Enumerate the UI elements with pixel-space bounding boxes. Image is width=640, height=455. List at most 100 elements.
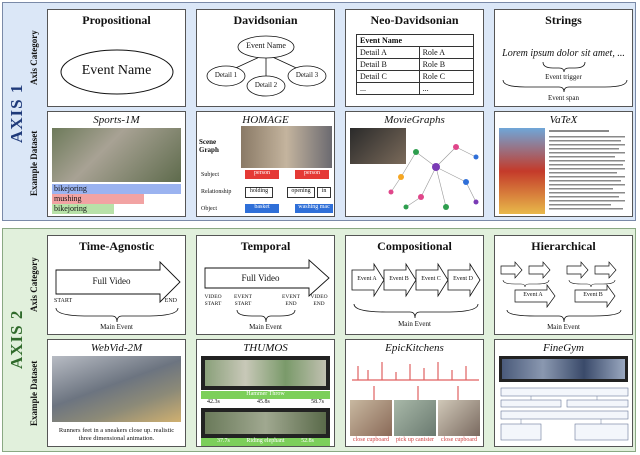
temporal-title: Temporal (240, 239, 291, 253)
davidsonian-title: Davidsonian (233, 13, 298, 27)
event-c-label: Event C (421, 276, 441, 282)
end-label: END (164, 298, 177, 304)
axis2-panel: AXIS 2 Axis Category Example Dataset Tim… (2, 228, 636, 452)
time-label: 58.7s (311, 399, 324, 405)
label-bar-3: bikejoring (52, 204, 114, 214)
davidsonian-card: Davidsonian Event Name Detail 1 Detail 2… (196, 9, 335, 107)
event-node (237, 35, 295, 59)
hierarchical-card: Hierarchical Event A Event B Main Event (494, 235, 633, 335)
hierarchical-title: Hierarchical (531, 239, 596, 253)
webvid-frame (52, 356, 181, 422)
subject-label: Subject (201, 172, 219, 178)
time-label: 45.8s (257, 399, 270, 405)
time-agnostic-title: Time-Agnostic (78, 239, 155, 253)
vatex-title: VaTeX (549, 114, 578, 126)
epic-frame-2 (394, 400, 436, 436)
thumos-card: THUMOS Hammer Throw 42.3s 45.8s 58.7s Ri… (196, 339, 335, 447)
relationship-label: Relationship (201, 189, 232, 195)
scene-graph-label: Scene Graph (199, 138, 219, 154)
epickitchens-card: EpicKitchens close cupboard pick up cani… (345, 339, 484, 447)
event-end-label: EVENT END (281, 294, 301, 307)
sports1m-title: Sports-1M (93, 114, 140, 126)
event-trigger-label: Event trigger (545, 73, 582, 81)
rel-in: in (317, 187, 331, 198)
vatex-card: VaTeX (494, 111, 633, 217)
lorem-text: Lorem ipsum dolor sit amet, ... (502, 48, 625, 59)
event-b-label: Event B (583, 292, 603, 298)
finegym-filmstrip (499, 356, 628, 382)
homage-frames (241, 126, 332, 168)
detail-node-1 (206, 65, 246, 87)
propositional-title: Propositional (82, 13, 151, 27)
webvid-caption: Runners feet in a sneakers close up. rea… (58, 427, 175, 442)
detail-node-2 (246, 75, 286, 97)
video-start-label: VIDEO START (204, 294, 222, 307)
time-label: 37.7s (217, 438, 230, 444)
event-b-arrow (574, 283, 616, 309)
start-label: START (54, 298, 73, 304)
label-bar-2: mushing (52, 194, 144, 204)
epic-caption-3: close cupboard (440, 437, 478, 443)
table-header: Event Name (356, 34, 474, 47)
compositional-card: Compositional Event A Event B Event C Ev… (345, 235, 484, 335)
movie-frame (350, 128, 406, 164)
thumos-label-1: Hammer Throw (201, 391, 330, 399)
event-a-arrow (351, 262, 385, 298)
strings-card: Strings Lorem ipsum dolor sit amet, ... … (494, 9, 633, 107)
webvid-title: WebVid-2M (90, 342, 143, 354)
video-end-label: VIDEO END (310, 294, 328, 307)
event-a-label: Event A (357, 276, 377, 282)
epic-frame-1 (350, 400, 392, 436)
vatex-caption-lines (549, 130, 625, 210)
propositional-event-name: Event Name (81, 63, 152, 78)
axis2-label: AXIS 2 (7, 309, 26, 369)
main-event-label: Main Event (547, 323, 580, 331)
table-row: ...... (356, 82, 475, 95)
thumos-filmstrip-2 (201, 408, 330, 438)
object-label: Object (201, 206, 217, 212)
event-ellipse (60, 49, 174, 95)
detail-2-label: Detail 2 (254, 81, 278, 89)
detail-node-3 (287, 65, 327, 87)
full-video-arrow (55, 260, 181, 304)
thumos-title: THUMOS (243, 342, 288, 354)
epic-caption-2: pick up canister (396, 437, 434, 443)
axis1-row-dataset-label: Example Dataset (29, 130, 39, 196)
label-bar-1: bikejoring (52, 184, 181, 194)
object-basket: basket (245, 204, 279, 213)
person-node: person (295, 170, 329, 179)
finegym-card: FineGym (494, 339, 633, 447)
propositional-card: Propositional Event Name (47, 9, 186, 107)
homage-card: HOMAGE Scene Graph Subject Relationship … (196, 111, 335, 217)
epickitchens-title: EpicKitchens (385, 342, 444, 354)
epickitchens-timeline (352, 362, 479, 400)
full-video-label: Full Video (241, 273, 280, 283)
axis1-panel: AXIS 1 Axis Category Example Dataset Pro… (2, 2, 636, 221)
compositional-title: Compositional (377, 239, 452, 253)
person-node: person (245, 170, 279, 179)
event-a-label: Event A (523, 292, 543, 298)
thumos-filmstrip-1 (201, 356, 330, 390)
epic-frame-3 (438, 400, 480, 436)
event-d-label: Event D (453, 276, 473, 282)
movie-graph (388, 144, 479, 210)
detail-3-label: Detail 3 (295, 71, 319, 79)
event-b-arrow (383, 262, 417, 298)
event-d-arrow (447, 262, 481, 298)
finegym-hierarchy (500, 387, 629, 441)
thumos-label-2: Riding elephant (201, 438, 330, 446)
sports1m-card: Sports-1M bikejoring mushing bikejoring (47, 111, 186, 217)
time-label: 52.8s (301, 438, 314, 444)
event-a-arrow (514, 283, 556, 309)
main-event-label: Main Event (100, 323, 133, 331)
event-c-arrow (415, 262, 449, 298)
main-event-label: Main Event (249, 323, 282, 331)
vatex-frames (499, 128, 545, 214)
time-agnostic-card: Time-Agnostic Full Video START END Main … (47, 235, 186, 335)
time-label: 42.3s (207, 399, 220, 405)
axis2-row-dataset-label: Example Dataset (29, 360, 39, 426)
